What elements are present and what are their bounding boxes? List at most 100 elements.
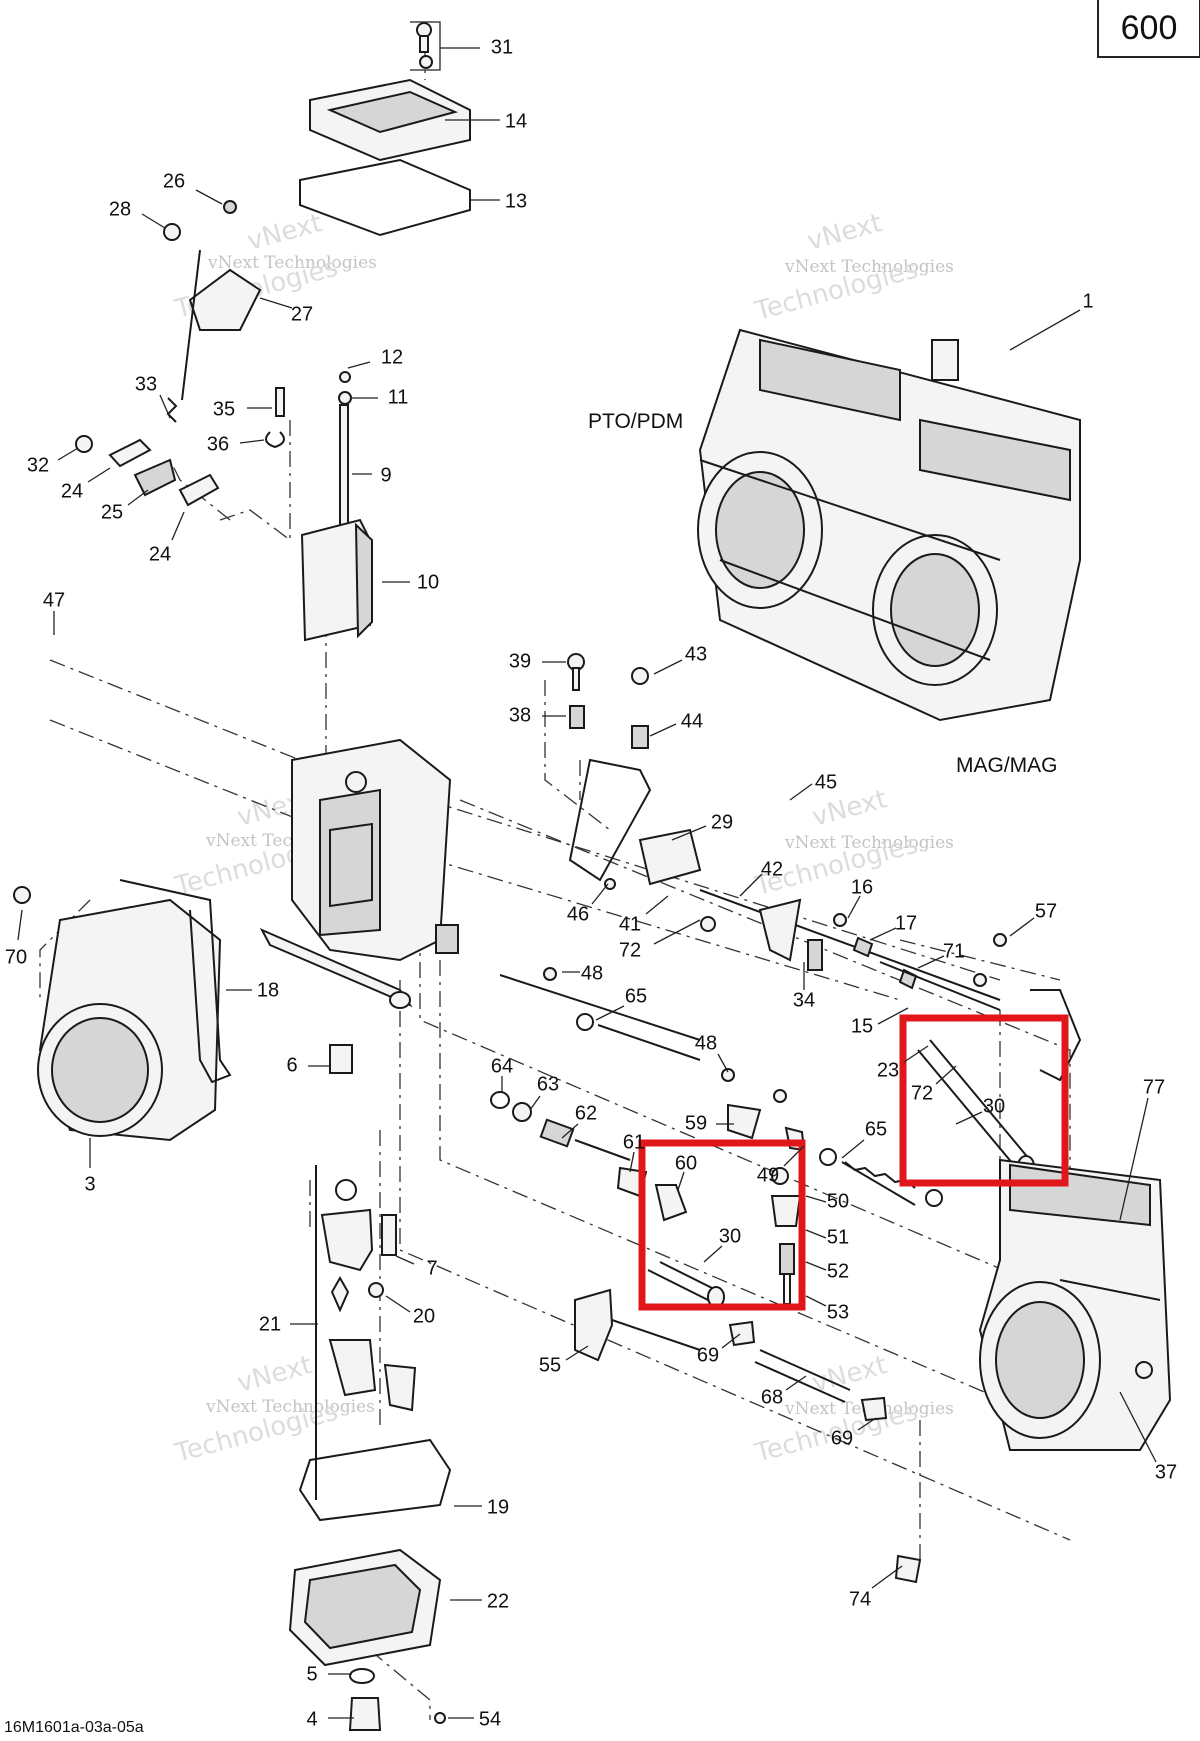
callout-leader-line [783, 1145, 805, 1167]
callout-number-26: 26 [163, 170, 185, 192]
watermark-text: vNext Technologies [207, 253, 377, 273]
carburetor-body [259, 738, 459, 1074]
callout-number-57: 57 [1035, 900, 1057, 922]
callout-number-22: 22 [487, 1590, 509, 1612]
callout-number-29: 29 [711, 811, 733, 833]
callout-number-16: 16 [851, 876, 873, 898]
callout-leader-line [591, 883, 609, 905]
callout-number-59: 59 [685, 1112, 707, 1134]
callout-leader-line [857, 1417, 877, 1431]
mag-side-label: MAG/MAG [956, 754, 1058, 777]
callout-leader-line [1119, 1391, 1157, 1463]
throttle-shaft-parts [567, 653, 1082, 1082]
callout-number-15: 15 [851, 1015, 873, 1037]
tube-parts [574, 1039, 1035, 1584]
callout-leader-line [871, 1565, 903, 1589]
callout-number-43: 43 [685, 643, 707, 665]
callout-leader-line [195, 189, 223, 205]
watermark-text: vNext [234, 1350, 315, 1399]
callout-number-50: 50 [827, 1190, 849, 1212]
callout-leader-line [785, 1375, 807, 1391]
pto-side-label: PTO/PDM [588, 410, 683, 433]
top-cover-assembly [299, 22, 471, 237]
callout-number-10: 10 [417, 571, 439, 593]
callout-leader-line [805, 1195, 827, 1203]
callout-number-48: 48 [695, 1032, 717, 1054]
callout-number-1: 1 [1082, 290, 1093, 312]
callout-number-39: 39 [509, 650, 531, 672]
callout-leader-line [259, 297, 293, 309]
throttle-body-left [13, 879, 232, 1142]
callout-number-27: 27 [291, 303, 313, 325]
callout-number-18: 18 [257, 979, 279, 1001]
callout-number-72: 72 [911, 1082, 933, 1104]
callout-number-30: 30 [719, 1225, 741, 1247]
callout-leader-line [347, 361, 371, 369]
callout-number-41: 41 [619, 913, 641, 935]
callout-number-20: 20 [413, 1305, 435, 1327]
callout-number-24: 24 [61, 480, 83, 502]
callout-number-55: 55 [539, 1354, 561, 1376]
callout-leader-line [561, 1123, 579, 1139]
callout-leader-line [87, 467, 111, 483]
callout-number-36: 36 [207, 433, 229, 455]
callout-number-12: 12 [381, 346, 403, 368]
callout-number-69: 69 [831, 1427, 853, 1449]
callout-leader-line [703, 1245, 723, 1263]
callout-number-38: 38 [509, 704, 531, 726]
callout-leader-line [171, 511, 185, 541]
watermark-text: vNext [244, 208, 325, 257]
callout-number-42: 42 [761, 858, 783, 880]
callout-number-47: 47 [43, 589, 65, 611]
carburetor-assembly-bottom [978, 1158, 1172, 1451]
callout-number-64: 64 [491, 1055, 513, 1077]
callout-leader-line [653, 919, 701, 945]
callout-leader-line [17, 909, 23, 941]
callout-number-45: 45 [815, 771, 837, 793]
callout-number-65: 65 [865, 1118, 887, 1140]
callout-number-48: 48 [581, 962, 603, 984]
callout-number-61: 61 [623, 1131, 645, 1153]
callout-leader-line [935, 1065, 957, 1085]
callout-number-69: 69 [697, 1344, 719, 1366]
callout-number-65: 65 [625, 985, 647, 1007]
callout-number-52: 52 [827, 1260, 849, 1282]
callout-number-25: 25 [101, 501, 123, 523]
callout-number-11: 11 [388, 386, 409, 408]
callout-leader-line [805, 1229, 827, 1239]
callout-number-34: 34 [793, 989, 815, 1011]
callout-number-23: 23 [877, 1059, 899, 1081]
callout-leader-line [645, 895, 669, 915]
callout-number-35: 35 [213, 398, 235, 420]
callout-number-5: 5 [306, 1663, 317, 1685]
watermark-text: vNext [804, 208, 885, 257]
callout-leader-line [739, 873, 763, 897]
callout-leader-line [805, 1261, 827, 1271]
callout-number-7: 7 [426, 1257, 437, 1279]
callout-number-13: 13 [505, 190, 527, 212]
callout-leader-line [955, 1111, 983, 1125]
callout-number-32: 32 [27, 454, 49, 476]
callout-number-19: 19 [487, 1496, 509, 1518]
callout-leader-line [1119, 1097, 1149, 1221]
callout-number-3: 3 [84, 1173, 95, 1195]
callout-number-6: 6 [286, 1054, 297, 1076]
callout-leader-line [1009, 309, 1081, 351]
callout-number-74: 74 [849, 1588, 871, 1610]
callout-leader-line [395, 1255, 415, 1265]
float-bowl-parts [288, 1165, 452, 1731]
highlight-box [638, 1139, 806, 1311]
callout-leader-line [127, 489, 149, 506]
callout-number-33: 33 [135, 373, 157, 395]
callout-leader-line [565, 1345, 589, 1361]
callout-leader-line [159, 394, 171, 419]
callout-number-46: 46 [567, 903, 589, 925]
callout-number-49: 49 [757, 1164, 779, 1186]
callout-number-24: 24 [149, 543, 171, 565]
callout-leader-line [847, 895, 861, 919]
callout-leader-line [841, 1139, 865, 1159]
callout-number-62: 62 [575, 1102, 597, 1124]
callout-number-37: 37 [1155, 1461, 1177, 1483]
